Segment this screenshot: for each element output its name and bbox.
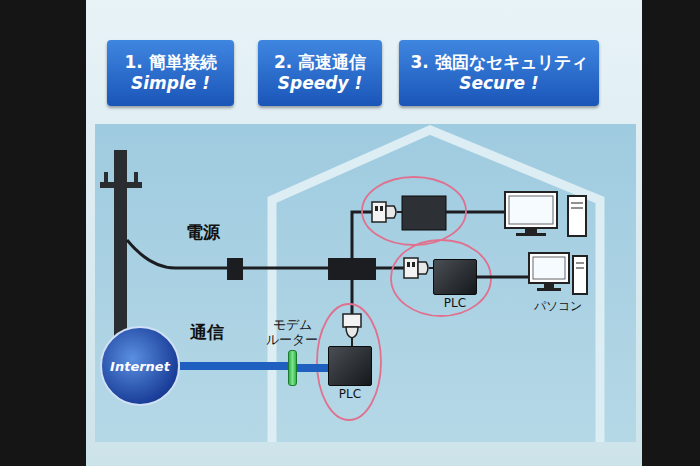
modem-router: モデム ルーター: [288, 350, 297, 386]
feature-button: 1. 簡単接続Simple !: [107, 40, 234, 106]
button-subtitle: Simple !: [115, 73, 226, 94]
connector: [297, 368, 328, 369]
power-label: 電源: [186, 221, 220, 244]
button-title: 2. 高速通信: [266, 52, 374, 73]
power-wiring: [127, 212, 405, 315]
connector-line: [477, 276, 528, 279]
desktop-pc: [505, 192, 586, 236]
connector-line: [297, 364, 328, 372]
highlight-ellipse: [317, 177, 491, 420]
plc-adapter: PLC: [433, 259, 477, 295]
distribution-box: [328, 258, 376, 280]
internet-globe: Internet: [100, 326, 180, 406]
power-meter: [227, 258, 243, 280]
globe-label: Internet: [110, 359, 170, 374]
house-outline: [272, 130, 600, 442]
button-title: 1. 簡単接続: [115, 52, 226, 73]
device-label: モデム ルーター: [265, 317, 321, 348]
connector: [477, 277, 528, 278]
desktop-pc: パソコン: [528, 252, 588, 296]
feature-button: 2. 高速通信Speedy !: [258, 40, 382, 106]
device-label: パソコン: [534, 298, 582, 315]
plc-adapter: PLC: [328, 346, 372, 386]
button-title: 3. 強固なセキュリティ: [407, 52, 591, 73]
outlet-plug: [343, 314, 361, 346]
device-label: PLC: [339, 387, 361, 401]
outlet-plug: [372, 202, 402, 222]
plc-adapter: [402, 196, 446, 230]
device-label: PLC: [444, 296, 466, 310]
diagram-panel: [95, 124, 636, 442]
button-subtitle: Secure !: [407, 73, 591, 94]
feature-button: 3. 強固なセキュリティSecure !: [399, 40, 599, 106]
lan-cable: [446, 211, 505, 214]
connector: [180, 366, 288, 367]
slide-ground: [86, 0, 642, 466]
pc-icon: [528, 252, 588, 296]
button-subtitle: Speedy !: [266, 73, 374, 94]
connector-line: [180, 362, 288, 370]
outlet-plug: [404, 258, 433, 278]
comm-label: 通信: [190, 321, 224, 344]
